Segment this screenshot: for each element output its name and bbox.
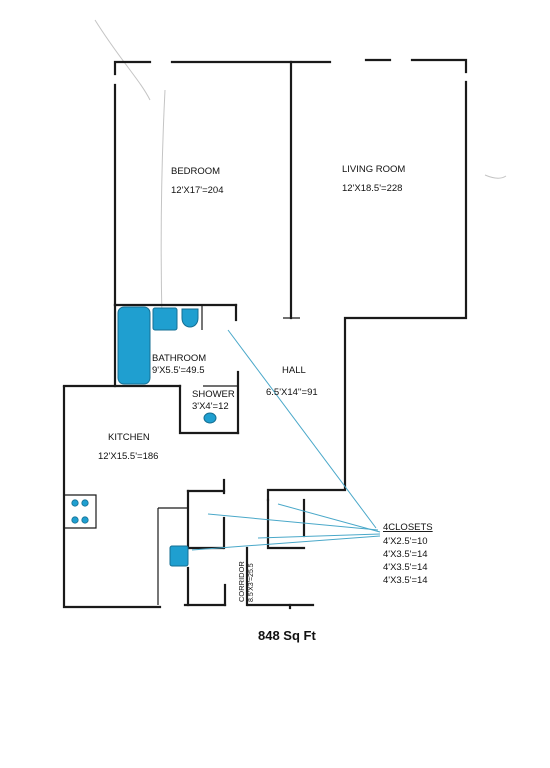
closet-item-4: 4'X3.5'=14 [383,575,428,586]
hall-dims: 6.5'X14''=91 [266,387,318,398]
bathroom-dims: 9'X5.5'=49.5 [152,365,205,376]
toilet-icon [181,308,199,328]
fixtures [71,306,217,567]
bedroom-dims: 12'X17'=204 [171,185,224,196]
bathroom-name: BATHROOM [152,353,206,364]
interior-walls [62,60,306,607]
closets-title: 4CLOSETS [383,522,433,533]
room-labels: BEDROOM 12'X17'=204 LIVING ROOM 12'X18.5… [98,164,405,602]
pencil-marks [94,19,507,321]
closet-leaders [191,329,381,551]
corridor-dims: 8.5'X3'=25.5 [248,563,255,602]
closet-item-1: 4'X2.5'=10 [383,536,428,547]
living-room-name: LIVING ROOM [342,164,405,175]
stove-icon [71,499,89,524]
kitchen-name: KITCHEN [108,432,150,443]
closet-item-3: 4'X3.5'=14 [383,562,428,573]
living-room-dims: 12'X18.5'=228 [342,183,402,194]
shower-name: SHOWER [192,389,235,400]
kitchen-dims: 12'X15.5'=186 [98,451,158,462]
total-area: 848 Sq Ft [258,628,316,643]
closet-legend: 4CLOSETS 4'X2.5'=10 4'X3.5'=14 4'X3.5'=1… [383,522,433,586]
sink-icon [152,307,178,331]
bathtub-icon [117,306,151,385]
exterior-walls [62,58,468,610]
corridor-label: CORRIDOR 8.5'X3'=25.5 [237,561,255,602]
closet-item-2: 4'X3.5'=14 [383,549,428,560]
bedroom-name: BEDROOM [171,166,220,177]
hall-name: HALL [282,365,306,376]
corridor-name: CORRIDOR [237,561,246,602]
shower-drain-icon [203,412,217,424]
shower-dims: 3'X4'=12 [192,401,229,412]
washer-icon [169,545,189,567]
